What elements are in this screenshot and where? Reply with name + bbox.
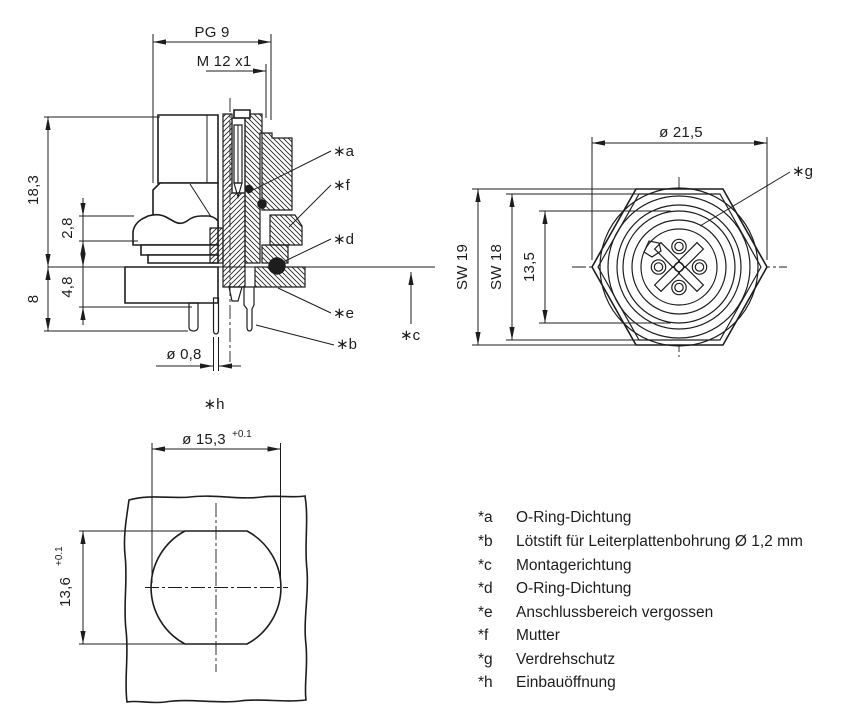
- circle-r79: [599, 187, 759, 347]
- o-ring-a2: [257, 199, 267, 209]
- legend-key-b: *b: [478, 533, 493, 550]
- under-nut-flange: [261, 244, 289, 264]
- circle-r62: [616, 204, 742, 330]
- barrel-left-flange: [209, 227, 224, 264]
- contact-tip: [233, 182, 243, 200]
- keyway-verdrehschutz: [643, 240, 662, 258]
- nut-silhouette: [132, 213, 219, 246]
- housing-back-block: [157, 114, 219, 184]
- column-tip: [228, 286, 243, 302]
- dim-0-8: ø 0,8: [166, 346, 201, 363]
- cross-arm-nw: [653, 241, 681, 269]
- legend-label-h: Einbauöffnung: [516, 674, 616, 691]
- barrel-right-wall: [244, 113, 263, 264]
- legend-key-c: *c: [478, 557, 492, 574]
- circle-r56: [622, 210, 736, 324]
- callout-b: ∗b: [336, 336, 357, 353]
- dim-sw18: SW 18: [488, 244, 505, 290]
- dim-13-5: 13,5: [521, 252, 538, 282]
- callout-g: ∗g: [792, 163, 813, 180]
- dim-13-6: 13,6: [57, 577, 74, 607]
- tol-13-6: +0.1: [54, 546, 65, 566]
- legend-label-e: Anschlussbereich vergossen: [516, 604, 713, 621]
- legend-key-a: *a: [478, 509, 493, 526]
- legend-key-f: *f: [478, 627, 489, 644]
- cross-arm-sw: [653, 265, 681, 293]
- legend-label-f: Mutter: [516, 627, 560, 644]
- legend-key-g: *g: [478, 651, 493, 668]
- pin-loetstift: [243, 286, 255, 332]
- legend-label-d: O-Ring-Dichtung: [516, 580, 631, 597]
- circle-r71: [607, 195, 751, 339]
- dim-dia-21-5: ø 21,5: [659, 124, 703, 141]
- circle-r38: [640, 228, 718, 306]
- callout-d: ∗d: [333, 231, 354, 248]
- dim-2-8: 2,8: [59, 217, 76, 238]
- pin-center-0-8: [212, 297, 220, 335]
- callout-h: ∗h: [204, 396, 225, 413]
- face-view: ø 21,5 ∗g SW 19 SW 18 13,5: [454, 124, 813, 357]
- dim-pg9: PG 9: [195, 24, 230, 41]
- dim-8: 8: [25, 295, 42, 304]
- thread-sleeve: [261, 132, 293, 211]
- dim-dia-15-3: ø 15,3: [182, 431, 226, 448]
- dim-18-3: 18,3: [25, 175, 42, 205]
- callout-a: ∗a: [333, 143, 355, 160]
- panel-left: [124, 266, 219, 304]
- dim-sw19: SW 19: [454, 244, 471, 290]
- legend-key-e: *e: [478, 604, 493, 621]
- callout-e: ∗e: [333, 305, 354, 322]
- legend-label-g: Verdrehschutz: [516, 651, 615, 668]
- legend-key-h: *h: [478, 674, 493, 691]
- tol-15-3: +0.1: [232, 429, 252, 440]
- dim-4-8: 4,8: [59, 276, 76, 297]
- contact-cavity: [231, 117, 246, 194]
- legend-key-d: *d: [478, 580, 493, 597]
- washer-2: [147, 254, 219, 264]
- cutout-view: ø 15,3 +0.1 13,6 +0.1: [54, 429, 309, 704]
- center-contact: [673, 261, 685, 273]
- cross-arm-se: [677, 265, 705, 293]
- cross-arm-ne: [677, 241, 705, 269]
- legend-label-a: O-Ring-Dichtung: [516, 509, 631, 526]
- section-view: PG 9 M 12 x1 18,3 2,8 4,8 8 ø 0,8: [25, 24, 435, 413]
- o-ring-a: [244, 184, 254, 194]
- washer-1: [140, 244, 219, 256]
- callout-f: ∗f: [333, 177, 351, 194]
- pin-left: [188, 302, 199, 332]
- circle-r47: [631, 219, 727, 315]
- legend: *a O-Ring-Dichtung *b Lötstift für Leite…: [478, 509, 803, 691]
- legend-label-b: Lötstift für Leiterplattenbohrung Ø 1,2 …: [516, 533, 803, 550]
- contact-holes: [650, 238, 708, 296]
- o-ring-d: [268, 257, 286, 275]
- callout-c: ∗c: [400, 327, 421, 344]
- legend-label-c: Montagerichtung: [516, 557, 631, 574]
- dim-m12x1: M 12 x1: [197, 53, 252, 70]
- slot-cap: [233, 109, 251, 119]
